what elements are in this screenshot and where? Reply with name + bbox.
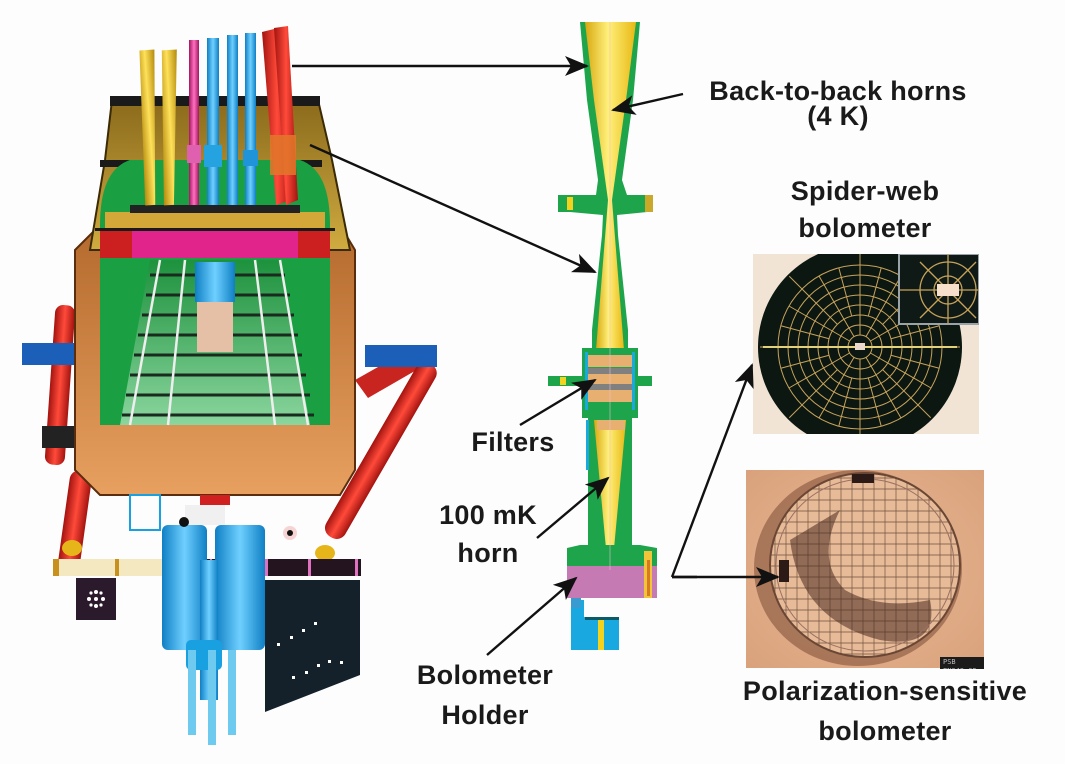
web-spoke bbox=[818, 357, 855, 419]
label-psb-line1: Polarization-sensitive bbox=[742, 676, 1028, 706]
label-100mk-line1: 100 mK bbox=[439, 500, 537, 530]
horn-tubes bbox=[139, 26, 298, 206]
label-filters: Filters bbox=[471, 427, 555, 457]
psb-bolometer-photo bbox=[746, 470, 984, 668]
label-bolometer-holder: Bolometer Holder bbox=[400, 660, 570, 731]
web-spoke bbox=[865, 275, 902, 337]
web-spoke bbox=[867, 267, 882, 317]
web-spoke bbox=[788, 369, 838, 419]
web-spoke bbox=[780, 354, 830, 369]
web-spoke bbox=[882, 369, 932, 419]
label-spider-web-line1: Spider-web bbox=[790, 176, 940, 206]
magenta-ring bbox=[100, 228, 330, 258]
filter-section bbox=[548, 348, 652, 418]
horn-upper-bore bbox=[585, 22, 636, 200]
web-spoke bbox=[788, 275, 838, 325]
label-spider-web-line2: bolometer bbox=[798, 213, 932, 243]
readout-panel bbox=[265, 580, 360, 712]
arrow-to-spiderweb bbox=[670, 363, 754, 578]
label-psb: Polarization-sensitive bolometer bbox=[715, 676, 1055, 747]
web-spoke bbox=[818, 275, 855, 337]
label-psb-line2: bolometer bbox=[818, 716, 952, 746]
web-spoke bbox=[788, 352, 850, 389]
label-b2b-line2: (4 K) bbox=[807, 101, 869, 131]
web-spoke bbox=[870, 352, 932, 389]
label-100mk-line2: horn bbox=[457, 538, 519, 568]
arrow-fpu-to-throat bbox=[309, 143, 597, 274]
cryo-plumbing bbox=[129, 494, 297, 745]
label-back-to-back-horns: Back-to-back horns (4 K) bbox=[683, 76, 993, 132]
label-spider-web: Spider-web bolometer bbox=[760, 176, 970, 244]
spider-web-bolometer-photo bbox=[753, 254, 979, 434]
bolometer-holder bbox=[567, 566, 657, 598]
label-holder-line2: Holder bbox=[441, 700, 529, 730]
arrow-b2b-label bbox=[611, 92, 684, 115]
web-spoke bbox=[788, 305, 850, 342]
arrow-100mk-horn bbox=[536, 476, 610, 539]
web-spoke bbox=[780, 325, 830, 340]
arrow-filters bbox=[519, 378, 597, 427]
web-spoke bbox=[890, 354, 940, 369]
web-spoke bbox=[838, 267, 853, 317]
web-spoke bbox=[865, 357, 902, 419]
web-spoke bbox=[838, 377, 853, 427]
horn-assembly bbox=[548, 22, 657, 650]
web-spoke bbox=[890, 325, 940, 340]
label-100mk-horn: 100 mK horn bbox=[413, 500, 563, 569]
photo-tag: PSB EN043-05 bbox=[940, 657, 984, 669]
label-b2b-line1: Back-to-back horns bbox=[709, 76, 967, 106]
filter-stack bbox=[120, 259, 314, 426]
label-holder-line1: Bolometer bbox=[416, 660, 554, 690]
right-bracket bbox=[365, 345, 437, 367]
focal-plane-unit bbox=[22, 26, 437, 745]
callout-arrows bbox=[292, 56, 780, 656]
web-spoke bbox=[867, 377, 882, 427]
arrow-holder bbox=[486, 576, 578, 656]
